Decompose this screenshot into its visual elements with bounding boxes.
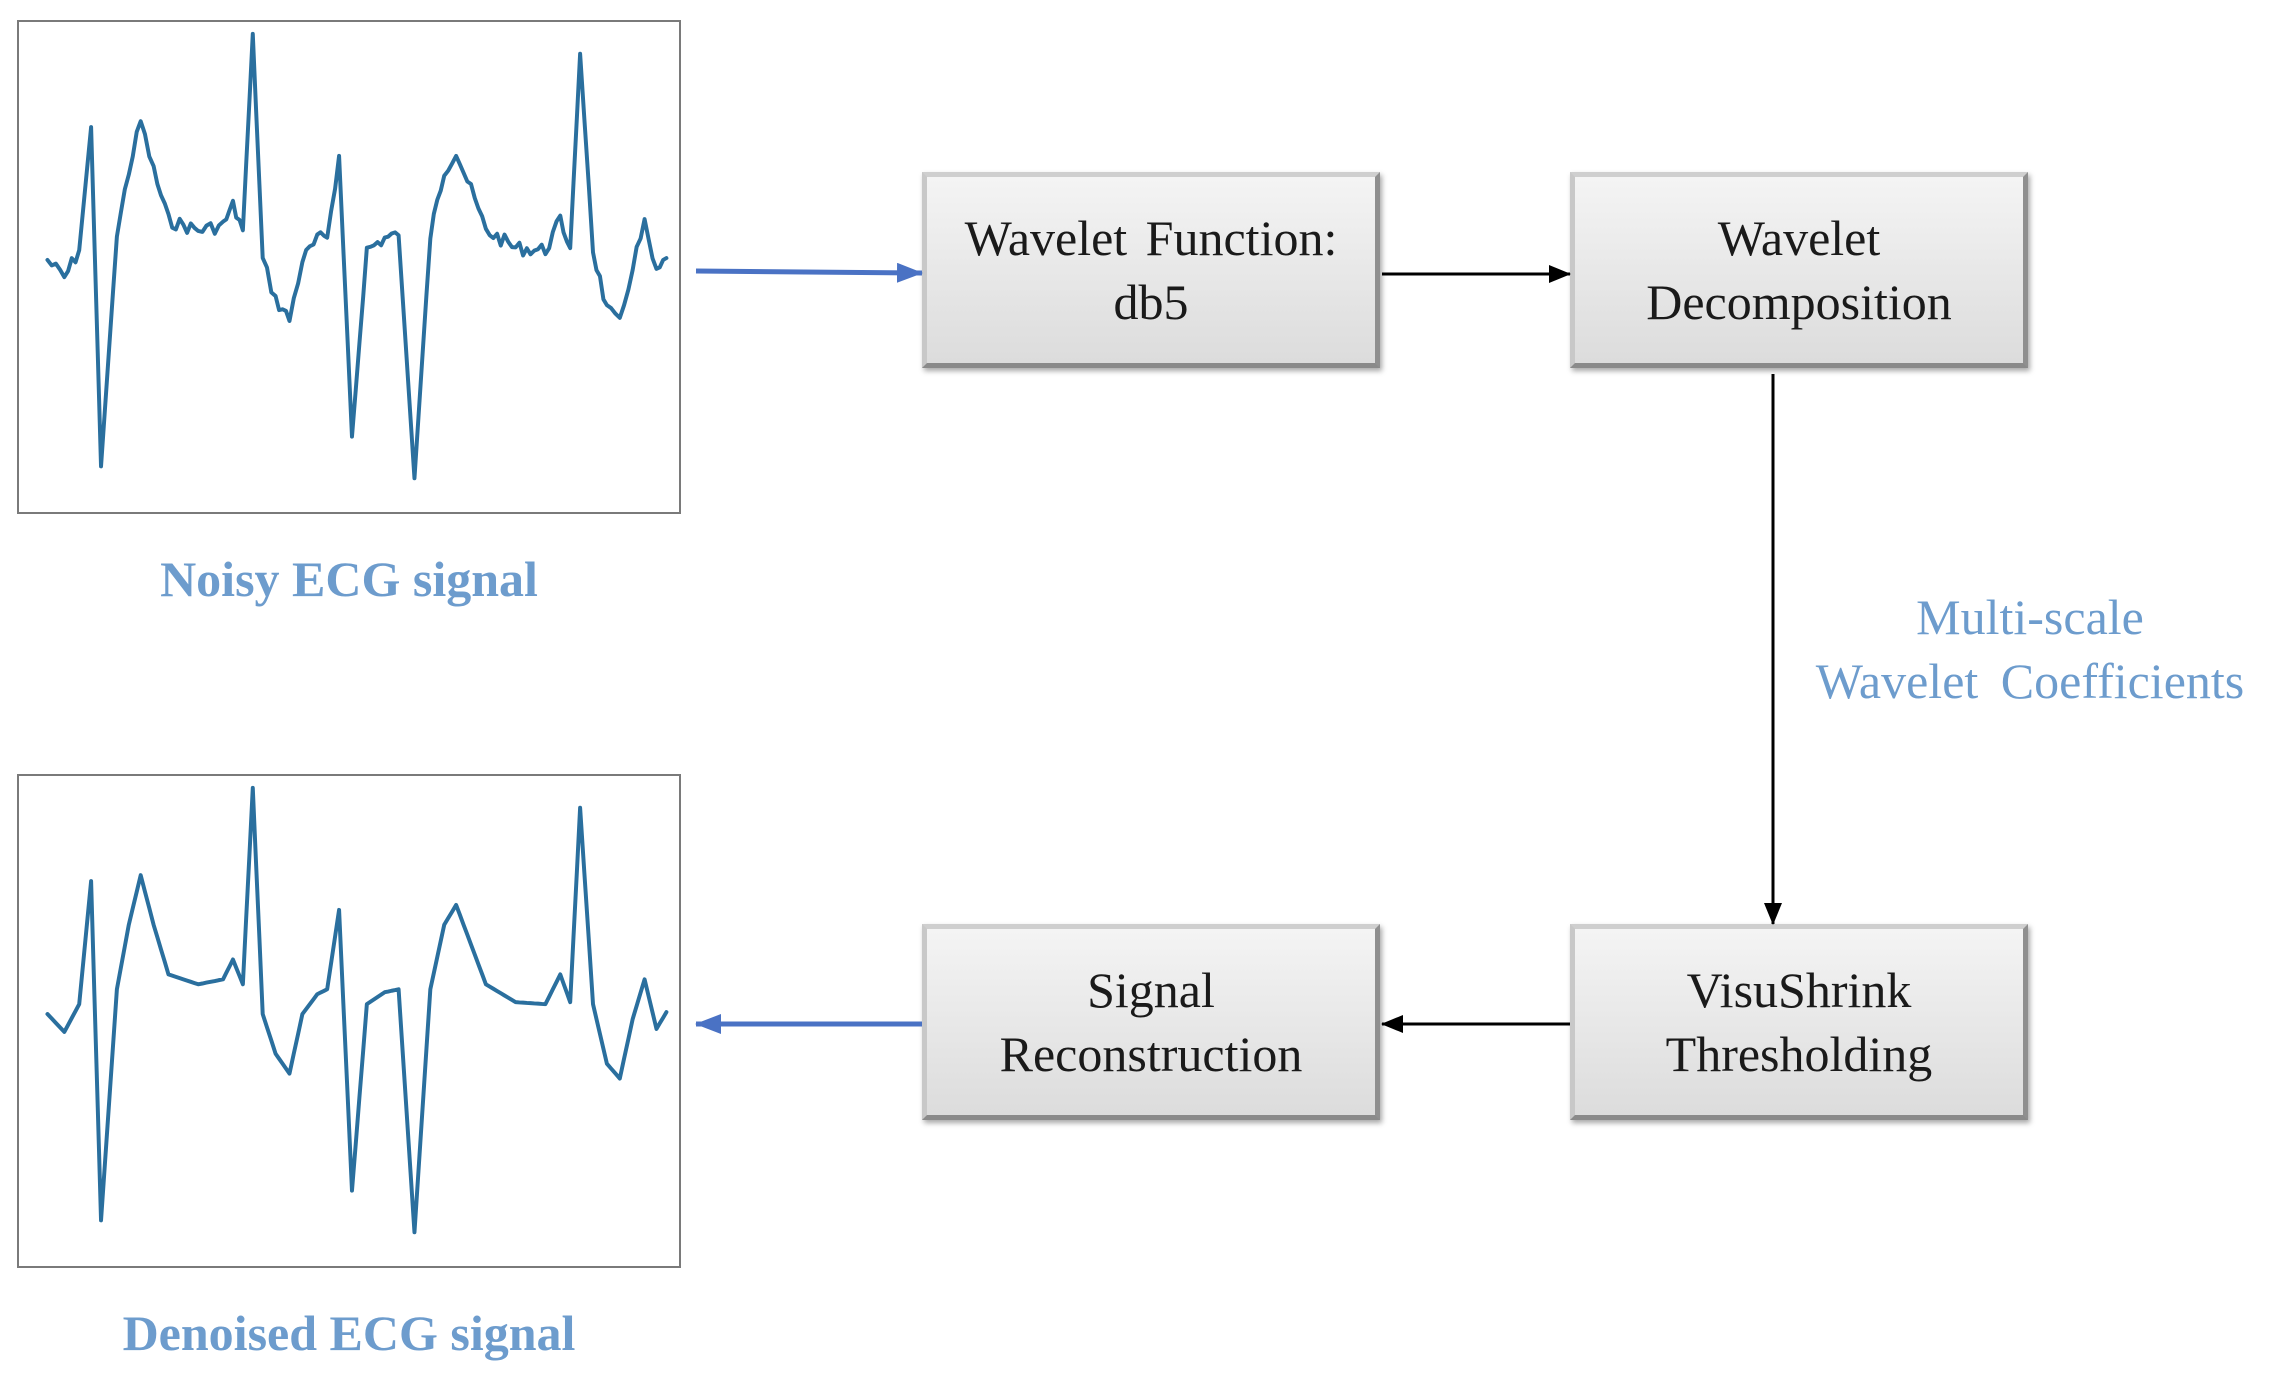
noisy-ecg-plot (45, 31, 669, 481)
visushrink-thresholding-box: VisuShrink Thresholding (1570, 924, 2028, 1120)
signal-reconstruction-line2: Reconstruction (999, 1026, 1303, 1082)
visushrink-line2: Thresholding (1665, 1026, 1933, 1082)
signal-reconstruction-box: Signal Reconstruction (922, 924, 1380, 1120)
arrow-noisy-to-wavelet-function (695, 262, 923, 283)
wavelet-function-box: Wavelet Function: db5 (922, 172, 1380, 368)
multiscale-coefficients-label: Multi-scale Wavelet Coefficients (1790, 585, 2270, 713)
signal-reconstruction-line1: Signal (1087, 962, 1215, 1018)
wavelet-decomposition-box: Wavelet Decomposition (1570, 172, 2028, 368)
coefficients-label-line1: Multi-scale (1916, 589, 2144, 645)
wavelet-function-line1: Wavelet Function: (964, 210, 1338, 266)
coefficients-label-line2: Wavelet Coefficients (1815, 653, 2245, 709)
visushrink-line1: VisuShrink (1686, 962, 1912, 1018)
noisy-ecg-waveform (45, 31, 669, 481)
denoised-ecg-caption: Denoised ECG signal (122, 1305, 576, 1361)
wavelet-decomposition-line2: Decomposition (1646, 274, 1952, 330)
denoised-ecg-panel (17, 774, 681, 1268)
denoised-ecg-plot (45, 785, 669, 1235)
noisy-ecg-panel (17, 20, 681, 514)
noisy-ecg-caption: Noisy ECG signal (160, 551, 538, 607)
wavelet-function-line2: db5 (1113, 274, 1189, 330)
denoised-ecg-waveform (45, 785, 669, 1235)
wavelet-decomposition-line1: Wavelet (1717, 210, 1881, 266)
